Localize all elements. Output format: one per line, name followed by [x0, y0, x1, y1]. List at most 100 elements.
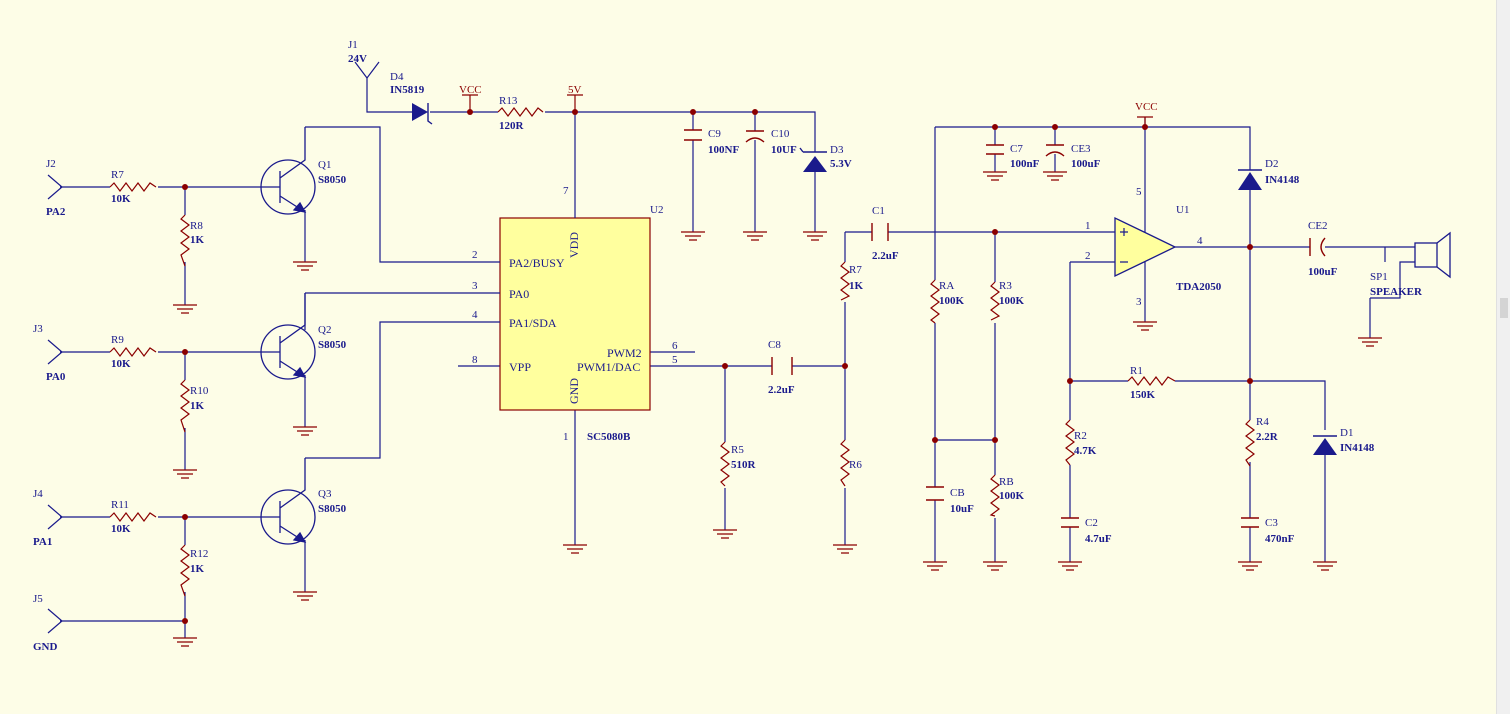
- label-r4-value: 2.2R: [1256, 431, 1279, 443]
- label-ce3: CE3: [1071, 143, 1091, 155]
- resistor-r9: [109, 347, 157, 357]
- opamp-u1: [1114, 216, 1177, 278]
- label-c3: C3: [1265, 517, 1278, 529]
- resistor-r2: [1065, 419, 1075, 466]
- label-c10-value: 10UF: [771, 144, 797, 156]
- resistor-rb: [989, 474, 1000, 517]
- label-r13: R13: [499, 95, 518, 107]
- label-cb-value: 10uF: [950, 503, 974, 515]
- ground-icon: [1313, 561, 1337, 571]
- label-c1: C1: [872, 205, 885, 217]
- label-r1-value: 150K: [1130, 389, 1156, 401]
- ground-symbols: [173, 171, 1382, 647]
- pin-gnd: GND: [567, 378, 581, 404]
- label-ra-value: 100K: [939, 295, 965, 307]
- capacitor-c7: [986, 144, 1004, 155]
- label-d4: D4: [390, 71, 404, 83]
- vertical-scrollbar[interactable]: [1496, 0, 1510, 714]
- ground-icon: [173, 304, 197, 314]
- resistor-r10: [180, 379, 190, 433]
- pin-pwm1-dac: PWM1/DAC: [577, 360, 640, 374]
- label-c8: C8: [768, 339, 781, 351]
- resistor-r3: [990, 281, 1001, 321]
- label-q2: Q2: [318, 324, 331, 336]
- pinnum-1: 1: [563, 431, 569, 443]
- label-r5-value: 510R: [731, 459, 757, 471]
- label-c9-value: 100NF: [708, 144, 739, 156]
- resistor-r8: [180, 214, 190, 267]
- label-u2: U2: [650, 204, 663, 216]
- pinnum-8: 8: [472, 354, 478, 366]
- ground-icon: [923, 561, 947, 571]
- label-d2: D2: [1265, 158, 1278, 170]
- label-cb: CB: [950, 487, 965, 499]
- capacitors: [684, 129, 1326, 528]
- opamp-pin-3: 3: [1136, 296, 1142, 308]
- label-u2-value: SC5080B: [587, 431, 631, 443]
- resistor-r1: [1127, 376, 1176, 386]
- label-sp1: SP1: [1370, 271, 1388, 283]
- label-q2-value: S8050: [318, 339, 347, 351]
- resistor-r6: [840, 439, 850, 487]
- resistor-ra: [930, 279, 940, 324]
- capacitor-c2: [1061, 517, 1079, 528]
- resistors: [109, 107, 1255, 597]
- label-c7-value: 100nF: [1010, 158, 1040, 170]
- label-ce3-value: 100uF: [1071, 158, 1101, 170]
- label-c2-value: 4.7uF: [1085, 533, 1112, 545]
- ground-icon: [173, 637, 197, 647]
- resistor-r4: [1245, 419, 1255, 467]
- label-vcc-2: VCC: [1135, 101, 1158, 113]
- pinnum-4: 4: [472, 309, 478, 321]
- label-d1-value: IN4148: [1340, 442, 1375, 454]
- capacitor-c10: [745, 130, 765, 143]
- capacitor-c9: [684, 129, 702, 141]
- label-pa2: PA2: [46, 206, 66, 218]
- label-c1-value: 2.2uF: [872, 250, 899, 262]
- ground-icon: [983, 171, 1007, 181]
- capacitor-ce3: [1045, 144, 1065, 157]
- resistor-r13: [497, 107, 544, 117]
- ground-icon: [293, 261, 317, 271]
- label-c10: C10: [771, 128, 790, 140]
- resistor-r12: [180, 544, 190, 597]
- label-q1: Q1: [318, 159, 331, 171]
- ground-icon: [1043, 171, 1067, 181]
- label-vcc-1: VCC: [459, 84, 482, 96]
- diode-d2: [1238, 169, 1262, 190]
- label-r9: R9: [111, 334, 124, 346]
- transistor-q2: [260, 293, 316, 380]
- labels: J1 24V D4 IN5819 VCC R13 120R 5V C9 100N…: [33, 39, 1423, 653]
- opamp-pin-5: 5: [1136, 186, 1142, 198]
- opamp-pin-2: 2: [1085, 250, 1091, 262]
- resistor-r5: [720, 441, 730, 487]
- chip-u2: [482, 186, 651, 411]
- label-r4: R4: [1256, 416, 1269, 428]
- label-r7: R7: [111, 169, 124, 181]
- label-u1-value: TDA2050: [1176, 281, 1222, 293]
- label-r11: R11: [111, 499, 129, 511]
- label-r1: R1: [1130, 365, 1143, 377]
- pin-pa0: PA0: [509, 287, 529, 301]
- pin-pa1-sda: PA1/SDA: [509, 316, 557, 330]
- pin-vpp: VPP: [509, 360, 531, 374]
- label-q3: Q3: [318, 488, 332, 500]
- label-d4-value: IN5819: [390, 84, 425, 96]
- transistor-q3: [260, 458, 316, 545]
- ground-icon: [681, 231, 705, 241]
- label-d2-value: IN4148: [1265, 174, 1300, 186]
- speaker-sp1: [1414, 231, 1451, 279]
- scrollbar-thumb[interactable]: [1500, 298, 1508, 318]
- label-r11-value: 10K: [111, 523, 131, 535]
- label-r6: R6: [849, 459, 862, 471]
- label-r7b-value: 1K: [849, 280, 864, 292]
- label-j5: J5: [33, 593, 43, 605]
- pin-vdd: VDD: [567, 232, 581, 258]
- label-r3: R3: [999, 280, 1012, 292]
- label-pa0: PA0: [46, 371, 66, 383]
- ground-icon: [293, 426, 317, 436]
- label-c2: C2: [1085, 517, 1098, 529]
- wires: [60, 78, 1415, 638]
- pinnum-3: 3: [472, 280, 478, 292]
- pin-pwm2: PWM2: [607, 346, 642, 360]
